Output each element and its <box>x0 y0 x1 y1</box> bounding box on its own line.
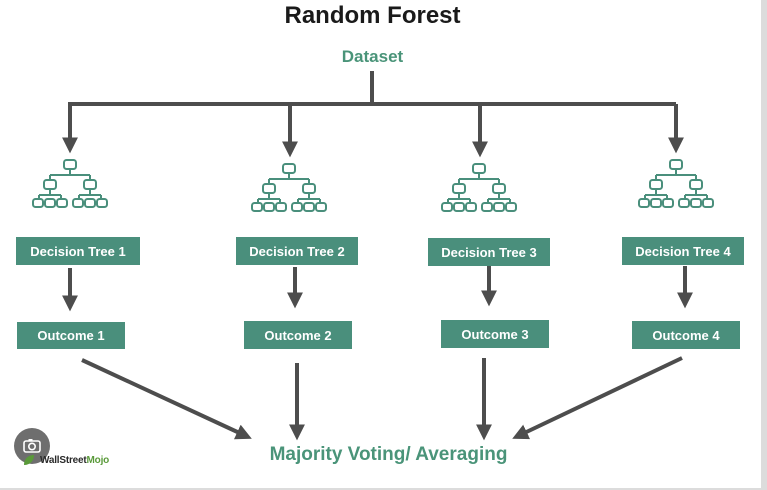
outcome-box-1: Outcome 1 <box>17 322 125 349</box>
diagram-title: Random Forest <box>284 2 461 29</box>
wallstreetmojo-logo-text: WallStreetMojo <box>40 454 110 466</box>
outcome-box-3: Outcome 3 <box>441 320 549 348</box>
dataset-label: Dataset <box>341 47 404 66</box>
tree-icon-4 <box>638 159 714 208</box>
wallstreetmojo-logo: WallStreetMojo <box>22 450 109 470</box>
decision-tree-box-2: Decision Tree 2 <box>236 237 358 265</box>
camera-search-icon[interactable] <box>14 428 50 464</box>
outcome-agg-arrow-1 <box>81 358 252 440</box>
decision-tree-box-3: Decision Tree 3 <box>428 238 550 266</box>
tree-icon-2 <box>251 163 327 212</box>
outcome-box-4: Outcome 4 <box>632 321 740 349</box>
outcome-box-2: Outcome 2 <box>244 321 352 349</box>
aggregation-label: Majority Voting/ Averaging <box>269 444 508 465</box>
outcome-agg-arrow-4 <box>512 356 683 440</box>
tree-icon-1 <box>32 159 108 208</box>
bottom-frame-edge <box>0 488 767 490</box>
decision-tree-box-4: Decision Tree 4 <box>622 237 744 265</box>
mojo-leaf-icon <box>24 455 34 465</box>
tree-icon-3 <box>441 163 517 212</box>
right-frame-edge <box>761 0 767 490</box>
decision-tree-box-1: Decision Tree 1 <box>16 237 140 265</box>
